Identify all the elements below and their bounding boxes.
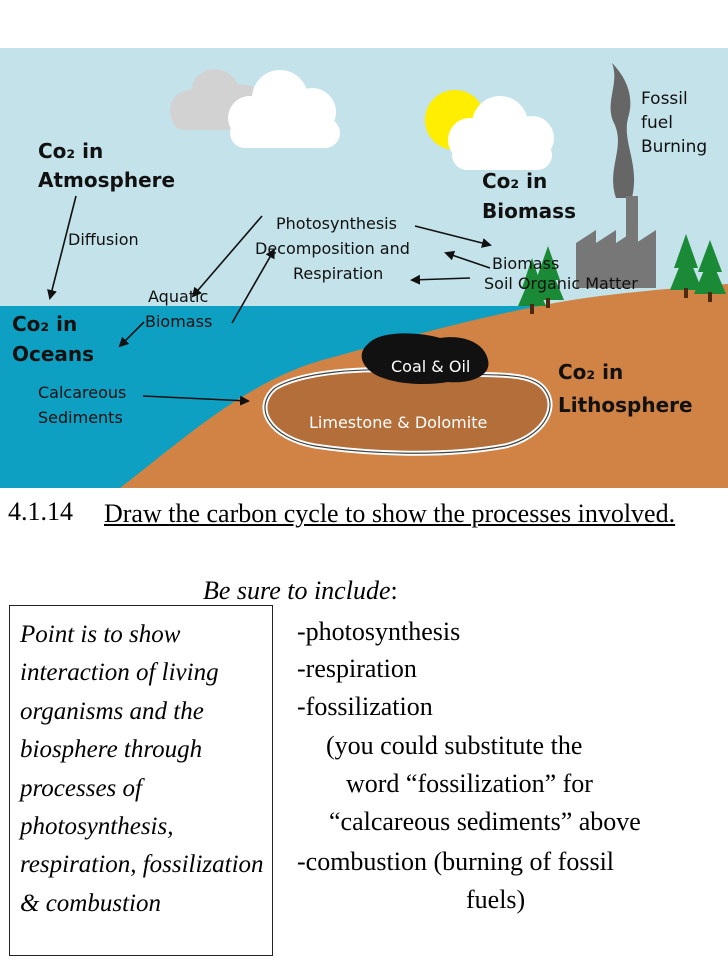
label-aquatic-biomass: Biomass xyxy=(145,312,212,331)
carbon-cycle-diagram: Fossil fuel Burning Co₂ in Atmosphere Co… xyxy=(0,48,728,488)
label-biomass: Biomass xyxy=(492,254,559,273)
tree-icon xyxy=(670,234,702,298)
label-co2-atmosphere-1: Co₂ in xyxy=(38,139,103,163)
label-sediments: Sediments xyxy=(38,408,123,427)
label-calcareous: Calcareous xyxy=(38,383,126,402)
label-respiration: Respiration xyxy=(293,264,383,283)
note-box: Point is to show interaction of living o… xyxy=(9,605,273,956)
label-aquatic: Aquatic xyxy=(148,287,208,306)
coal-oil-deposit xyxy=(361,333,489,384)
include-item-fossilization: -fossilization xyxy=(297,692,433,721)
label-decomposition: Decomposition and xyxy=(255,239,410,258)
label-co2-biomass-1: Co₂ in xyxy=(482,169,547,193)
label-coal-oil: Coal & Oil xyxy=(391,357,470,376)
label-soil-organic-matter: Soil Organic Matter xyxy=(484,274,638,293)
include-label: Be sure to include xyxy=(203,576,391,605)
question-text: Draw the carbon cycle to show the proces… xyxy=(104,499,676,528)
label-limestone-dolomite: Limestone & Dolomite xyxy=(309,413,487,432)
note-text: Point is to show interaction of living o… xyxy=(20,621,264,917)
include-item-combustion: -combustion (burning of fossil xyxy=(297,847,615,876)
arrow-to-atmosphere xyxy=(191,215,263,298)
label-co2-oceans-1: Co₂ in xyxy=(12,312,77,336)
label-co2-atmosphere-2: Atmosphere xyxy=(38,168,175,192)
tree-icon xyxy=(532,246,564,308)
include-item-note-line-2: word “fossilization” for xyxy=(346,769,593,798)
question-number: 4.1.14 xyxy=(8,497,73,526)
include-item-combustion-cont: fuels) xyxy=(466,885,526,914)
label-co2-oceans-2: Oceans xyxy=(12,342,94,366)
include-item-note-line-1: (you could substitute the xyxy=(326,731,583,760)
include-item-note-line-3: “calcareous sediments” above xyxy=(329,807,641,836)
arrow-diffusion xyxy=(47,195,77,300)
arrow-to-limestone xyxy=(142,395,250,406)
factory-icon xyxy=(576,196,656,288)
label-fossil: Fossil xyxy=(641,89,688,109)
include-item-respiration: -respiration xyxy=(297,654,417,683)
label-diffusion: Diffusion xyxy=(68,230,139,249)
tree-icon xyxy=(694,240,726,302)
label-co2-lithosphere-1: Co₂ in xyxy=(558,360,623,384)
arrow-to-co2-biomass xyxy=(414,225,492,248)
label-co2-lithosphere-2: Lithosphere xyxy=(558,393,693,417)
include-item-photosynthesis: -photosynthesis xyxy=(297,617,461,646)
process-arrows xyxy=(47,195,492,406)
label-burning: Burning xyxy=(641,137,707,157)
label-photosynthesis: Photosynthesis xyxy=(276,214,397,233)
label-co2-biomass-2: Biomass xyxy=(482,199,576,223)
label-fuel: fuel xyxy=(641,113,673,133)
cloud-right-icon xyxy=(448,96,554,170)
arrow-from-aquatic xyxy=(231,248,275,324)
cloud-white-icon xyxy=(228,70,340,148)
arrow-to-calcareous xyxy=(118,321,145,348)
arrow-biomass xyxy=(444,250,491,269)
include-heading: Be sure to include: xyxy=(203,576,398,606)
include-colon: : xyxy=(390,576,398,605)
smoke-icon xyxy=(610,63,635,198)
arrow-soil xyxy=(410,274,471,285)
